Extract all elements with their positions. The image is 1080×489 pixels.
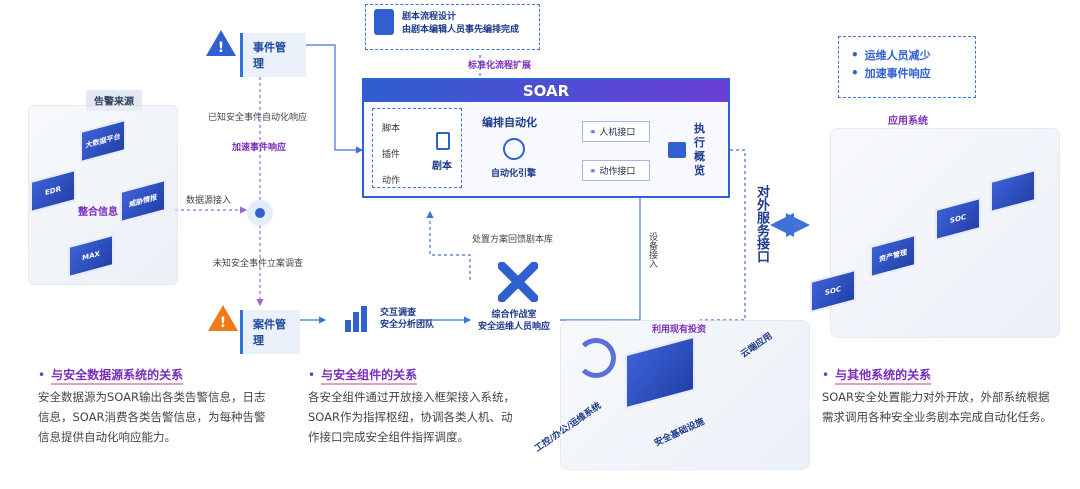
- existing-investment-label: 利用现有投资: [652, 325, 707, 335]
- human-interface: ⚭ 人机接口: [582, 121, 650, 142]
- svg-text:!: !: [220, 315, 226, 331]
- action-interface-label: 动作接口: [599, 167, 636, 177]
- playbook-design-note: 剧本流程设计 由剧本编辑人员事先编排完成: [365, 4, 540, 50]
- action-interface: ⚭ 动作接口: [582, 160, 650, 181]
- benefit-2: 加速事件响应: [864, 67, 931, 80]
- section-3-title: 与其他系统的关系: [835, 366, 932, 385]
- device-access-label: 设备接入: [647, 232, 657, 268]
- component-list: 脚本 插件 动作: [382, 116, 400, 194]
- section-1-title: 与安全数据源系统的关系: [51, 366, 184, 385]
- orchestration-label: 编排自动化: [482, 116, 537, 129]
- section-2-title: 与安全组件的关系: [321, 366, 418, 385]
- component-action: 动作: [382, 176, 401, 186]
- note-line-1: 剧本流程设计: [402, 12, 457, 22]
- section-2-body: 各安全组件通过开放接入框架接入系统，SOAR作为指挥枢纽，协调各类人机、动作接口…: [308, 390, 515, 444]
- investigate-line-2: 安全分析团队: [380, 320, 435, 330]
- warroom-line-1: 综合作战室: [491, 310, 537, 320]
- integrate-label: 整合信息: [78, 207, 118, 218]
- dispatch-node: [247, 200, 273, 226]
- component-script: 脚本: [382, 124, 401, 134]
- engine-label: 自动化引擎: [491, 169, 537, 179]
- section-datasource: •与安全数据源系统的关系 安全数据源为SOAR输出各类告警信息，日志信息，SOA…: [38, 364, 268, 447]
- warning-blue-icon: !: [204, 28, 238, 58]
- gear-icon: [503, 138, 525, 160]
- playbook-label: 剧本: [432, 161, 452, 172]
- external-service-label: 对外服务接口: [754, 185, 769, 263]
- standard-flow-caption: 标准化流程扩展: [468, 61, 532, 71]
- investigate-label: 交互调查 安全分析团队: [380, 307, 434, 331]
- bar-chart-icon: [344, 306, 368, 336]
- playbook-icon: [436, 132, 450, 150]
- investigate-line-1: 交互调查: [380, 308, 417, 318]
- checklist-icon: [668, 142, 686, 158]
- component-plugin: 插件: [382, 150, 401, 160]
- warning-orange-icon: !: [206, 303, 240, 333]
- app-system-label: 应用系统: [888, 116, 928, 127]
- warroom-line-2: 安全运维人员响应: [478, 322, 551, 332]
- human-interface-label: 人机接口: [599, 128, 636, 138]
- warroom-label: 综合作战室 安全运维人员响应: [478, 309, 550, 333]
- benefit-1: 运维人员减少: [864, 49, 931, 62]
- event-management: 事件管理: [240, 33, 306, 77]
- exec-overview: 执行概览: [694, 122, 705, 177]
- feedback-label: 处置方案回馈剧本库: [472, 235, 554, 245]
- benefit-note: •运维人员减少 •加速事件响应: [838, 36, 976, 98]
- soar-title: SOAR: [364, 80, 728, 102]
- ring-icon: [576, 338, 616, 378]
- case-management: 案件管理: [240, 310, 300, 354]
- link-icon: ⚭: [589, 128, 600, 138]
- datasource-label: 数据源接入: [186, 196, 232, 206]
- unknown-event-label: 未知安全事件立案调查: [213, 259, 304, 269]
- document-icon: [374, 9, 394, 35]
- section-1-body: 安全数据源为SOAR输出各类告警信息，日志信息，SOAR消费各类告警信息，为每种…: [38, 390, 266, 444]
- known-event-label: 已知安全事件自动化响应: [208, 113, 308, 123]
- section-other: •与其他系统的关系 SOAR安全处置能力对外开放，外部系统根据需求调用各种安全业…: [822, 364, 1052, 427]
- svg-text:!: !: [218, 40, 224, 56]
- link-icon: ⚭: [589, 167, 600, 177]
- speedup-label: 加速事件响应: [232, 143, 287, 153]
- warroom-icon: [497, 261, 539, 303]
- note-line-2: 由剧本编辑人员事先编排完成: [402, 25, 520, 35]
- section-components: •与安全组件的关系 各安全组件通过开放接入框架接入系统，SOAR作为指挥枢纽，协…: [308, 364, 523, 447]
- section-3-body: SOAR安全处置能力对外开放，外部系统根据需求调用各种安全业务剧本完成自动化任务…: [822, 390, 1052, 424]
